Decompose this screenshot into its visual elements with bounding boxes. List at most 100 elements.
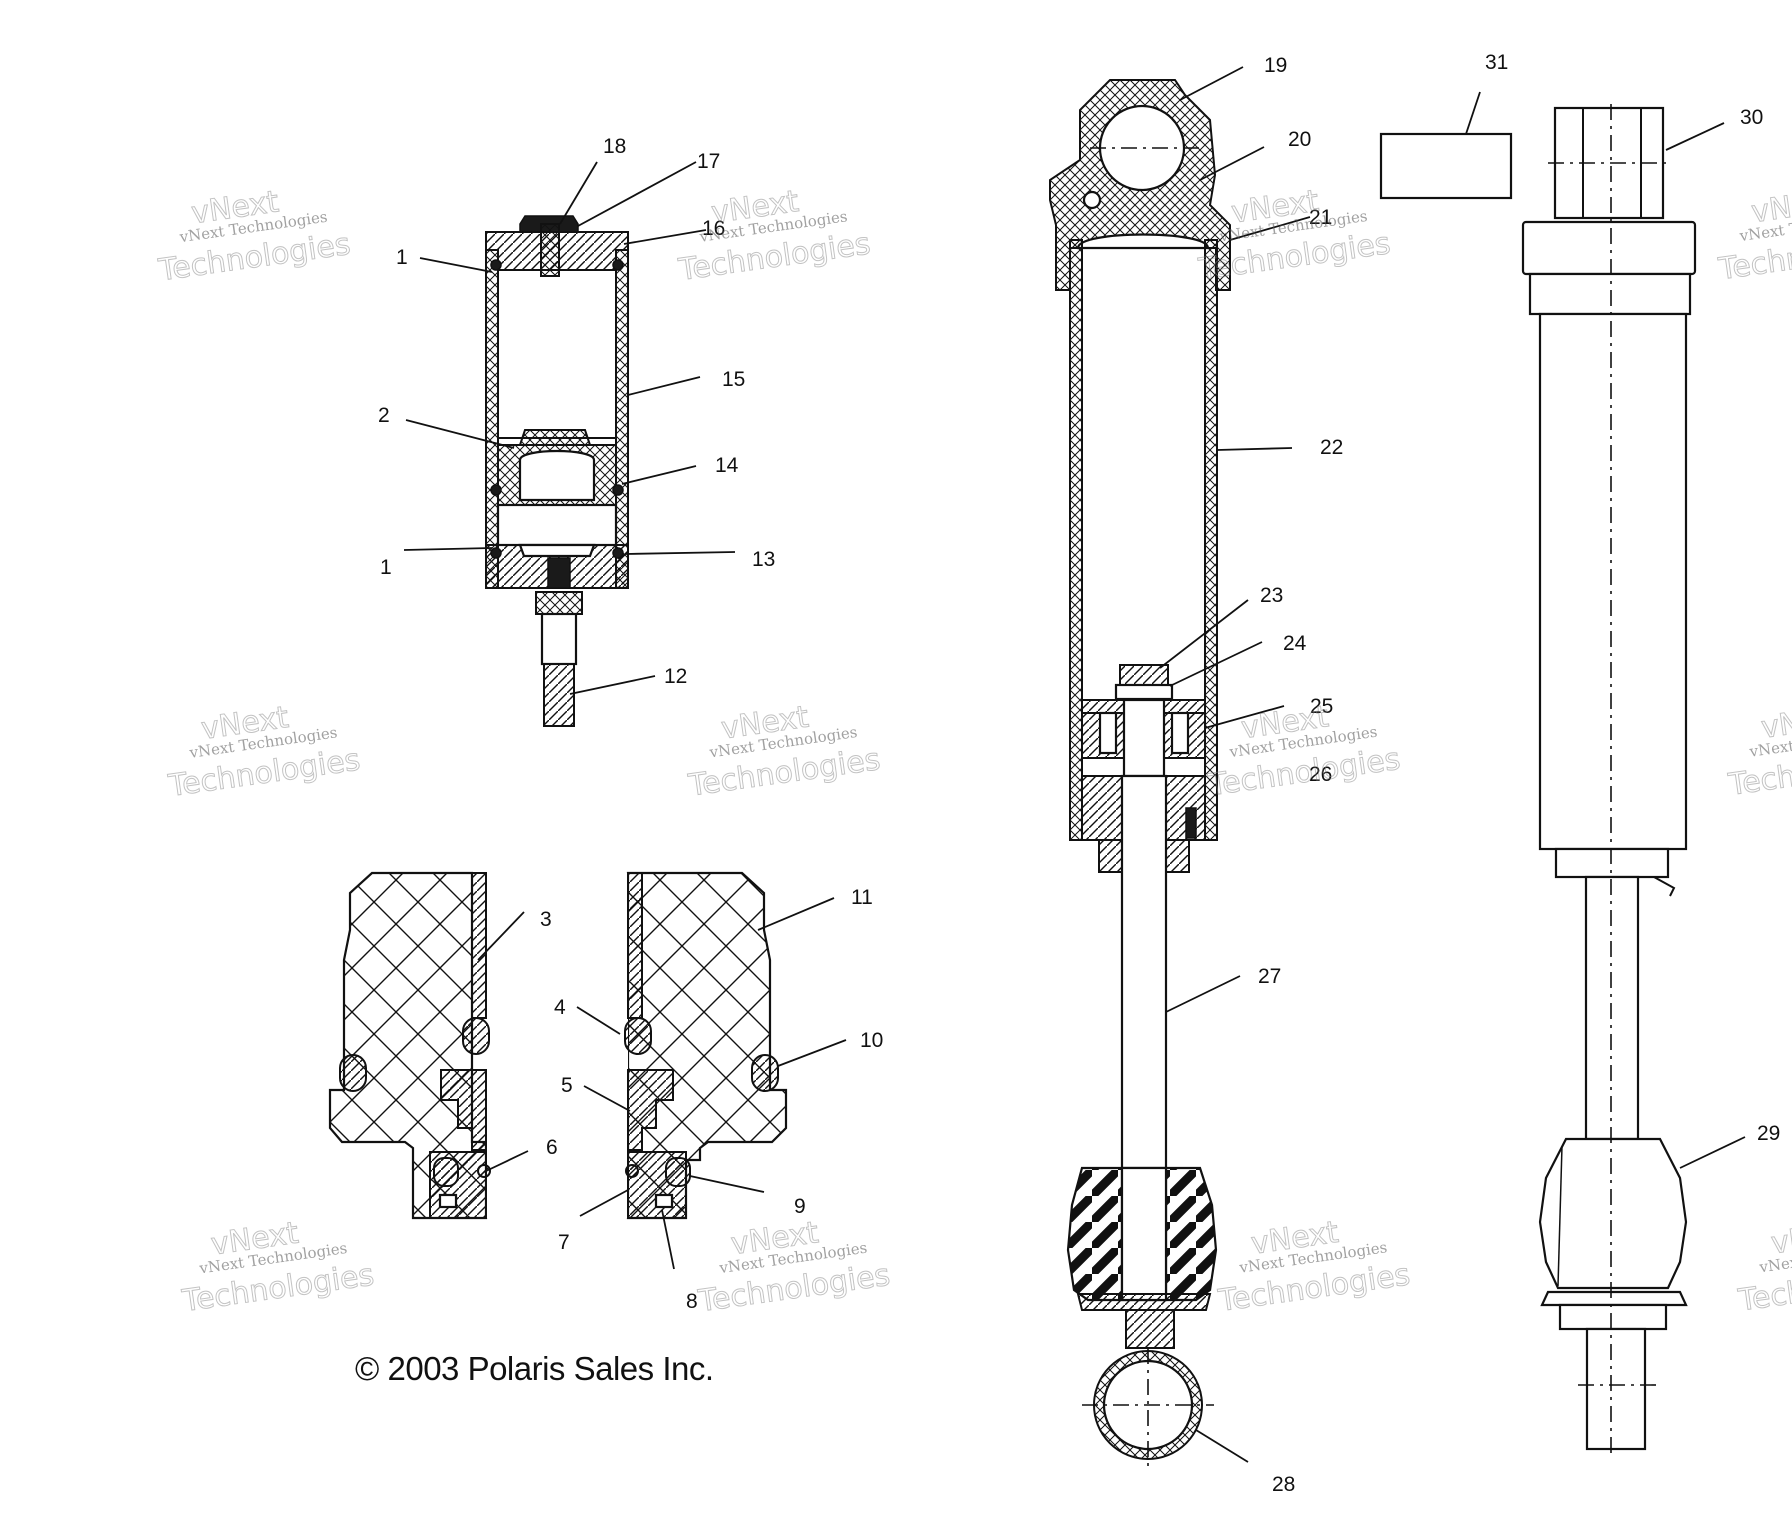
o-ring-upper-left <box>490 259 502 271</box>
o-ring-upper-right <box>612 259 624 271</box>
callout-26: 26 <box>1309 763 1332 786</box>
watermark-r1c1: vNext vNext Technologies Technologies <box>155 184 353 289</box>
seal-5-right <box>627 1069 674 1151</box>
watermark-r1c4: vNext vNext Technologies Technologies <box>1715 183 1792 288</box>
callout-numbers: 1 1 2 3 4 5 6 7 8 9 10 11 12 13 14 15 16… <box>378 51 1780 1496</box>
callout-10: 10 <box>860 1029 883 1052</box>
body-seal-cap-left <box>1098 839 1124 873</box>
callout-30: 30 <box>1740 106 1763 129</box>
reservoir-assembly <box>485 215 629 727</box>
shock-body-section <box>1049 79 1231 1470</box>
piston-shim <box>1098 711 1118 755</box>
reservoir-chamber <box>497 269 617 439</box>
watermark-r2c4: vNext vNext Technologies Technologies <box>1725 698 1792 803</box>
o-ring-piston-left <box>490 484 502 496</box>
watermark-r2c2: vNext vNext Technologies Technologies <box>685 699 883 804</box>
shock-body-notch <box>1653 876 1676 897</box>
body-cap-collar <box>1528 272 1692 316</box>
callout-3: 3 <box>540 908 552 931</box>
o-ring-6 <box>477 1164 491 1178</box>
watermark-outline-top: vNext <box>1769 1215 1792 1262</box>
body-tube-left-wall <box>1069 239 1083 841</box>
body-seal-head-left <box>1081 775 1123 841</box>
body-cap <box>1521 220 1697 276</box>
hose-fitting <box>540 612 578 666</box>
piston-base <box>496 503 618 547</box>
callout-24: 24 <box>1283 632 1307 655</box>
callout-23: 23 <box>1260 584 1283 607</box>
bump-stop-line-left <box>1557 1145 1563 1287</box>
callout-6: 6 <box>546 1136 558 1159</box>
callout-12: 12 <box>664 665 687 688</box>
o-ring-4-right <box>624 1017 652 1055</box>
callout-20: 20 <box>1288 128 1311 151</box>
eyelet-port <box>1082 190 1102 210</box>
watermark-r3c2: vNext vNext Technologies Technologies <box>695 1215 893 1320</box>
shock-body <box>1538 312 1688 851</box>
callout-1: 1 <box>396 246 408 269</box>
bottom-mount-flange <box>1540 1290 1688 1307</box>
bottom-washer <box>1076 1293 1212 1311</box>
watermark-r1c2: vNext vNext Technologies Technologies <box>675 183 873 288</box>
callout-7: 7 <box>558 1231 570 1254</box>
callout-25: 25 <box>1310 695 1333 718</box>
wiper-right <box>665 1157 691 1187</box>
body-tube-bore <box>1081 247 1206 714</box>
body-tube-right-wall <box>1204 239 1218 841</box>
floating-piston-top <box>518 429 592 446</box>
watermark-r3c4: vNext vNext Technologies Technologies <box>1735 1214 1792 1319</box>
bumper-shaft-gap <box>1120 1166 1168 1302</box>
bushing-right <box>627 872 643 1019</box>
shock-body-collar <box>1554 847 1670 879</box>
callout-22: 22 <box>1320 436 1343 459</box>
body-seal-cap-right <box>1164 839 1190 873</box>
callout-17: 17 <box>697 150 720 173</box>
callout-31: 31 <box>1485 51 1508 74</box>
shaft-threaded-end <box>1125 1309 1175 1349</box>
o-ring-lower-left <box>490 547 502 559</box>
callout-11: 11 <box>851 886 873 909</box>
callout-8: 8 <box>686 1290 698 1313</box>
watermark-r2c1: vNext vNext Technologies Technologies <box>165 699 363 804</box>
assembled-shaft <box>1584 875 1640 1141</box>
o-ring-10-right <box>751 1054 779 1092</box>
piston-core <box>1122 698 1166 778</box>
snap-ring-right <box>654 1193 674 1209</box>
callout-28: 28 <box>1272 1473 1295 1496</box>
callout-14: 14 <box>715 454 739 477</box>
snap-ring-left <box>438 1193 458 1209</box>
watermark-r3c1: vNext vNext Technologies Technologies <box>179 1215 377 1320</box>
seal-head-bore <box>486 873 628 1218</box>
callout-15: 15 <box>722 368 745 391</box>
o-ring-4-left <box>462 1017 490 1055</box>
hose-fitting-nut <box>535 591 583 615</box>
wiper-left <box>433 1157 459 1187</box>
callout-16: 16 <box>702 217 725 240</box>
bump-stop <box>1538 1137 1688 1290</box>
floating-piston-inner <box>518 449 596 502</box>
callout-5: 5 <box>561 1074 573 1097</box>
body-seal-port <box>1185 807 1197 839</box>
hose-fitting-stem <box>547 557 571 589</box>
callout-21: 21 <box>1309 206 1332 229</box>
callout-2: 2 <box>378 404 390 427</box>
spacer-sleeve <box>1379 132 1513 200</box>
hose <box>543 663 575 727</box>
callout-9: 9 <box>794 1195 806 1218</box>
reservoir-body-right-wall <box>615 249 629 589</box>
watermark-r1c3: vNext vNext Technologies Technologies <box>1195 183 1393 288</box>
leader-lines <box>403 66 1746 1463</box>
callout-4: 4 <box>554 996 566 1019</box>
shock-assembled-view <box>1379 104 1697 1455</box>
piston-shim-right <box>1170 711 1190 755</box>
callout-19: 19 <box>1264 54 1287 77</box>
piston-washer <box>1114 683 1174 701</box>
o-ring-9 <box>625 1164 639 1178</box>
seal-head-detail <box>328 871 788 1220</box>
callout-1-lower: 1 <box>380 556 392 579</box>
callout-13: 13 <box>752 548 775 571</box>
callout-27: 27 <box>1258 965 1281 988</box>
reservoir-body-left-wall <box>485 249 499 589</box>
o-ring-lower-right <box>612 547 624 559</box>
